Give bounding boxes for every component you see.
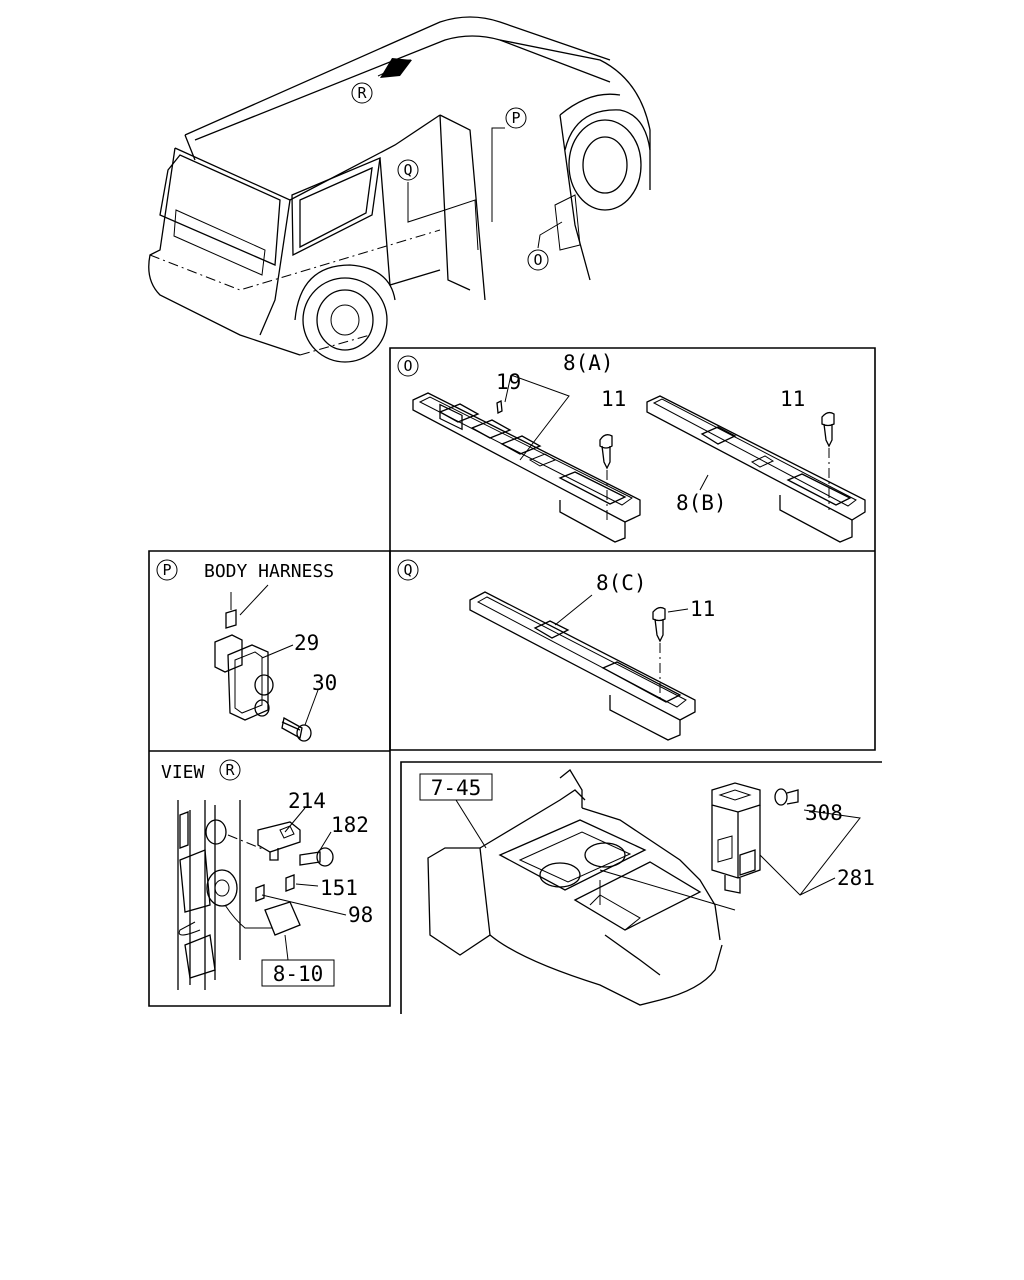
label-11-o-left: 11 bbox=[601, 387, 626, 411]
label-11-o-right: 11 bbox=[780, 387, 805, 411]
label-281: 281 bbox=[837, 866, 875, 890]
switch-281 bbox=[711, 782, 761, 894]
marker-q-vehicle: Q bbox=[397, 159, 419, 181]
svg-text:O: O bbox=[533, 251, 542, 269]
screw-11-q bbox=[652, 606, 666, 700]
center-console bbox=[427, 769, 723, 1006]
bolt-182 bbox=[299, 847, 334, 867]
ref-box-8-10: 8-10 bbox=[261, 959, 335, 987]
label-8c: 8(C) bbox=[596, 571, 647, 595]
screw-11-o-left bbox=[599, 434, 613, 520]
connector-29 bbox=[214, 634, 274, 721]
panel-q: Q 8(C) 11 bbox=[397, 559, 715, 741]
panel-p: P BODY HARNESS 29 30 bbox=[156, 559, 337, 742]
marker-q-panel: Q bbox=[397, 559, 419, 581]
marker-o-vehicle: O bbox=[527, 249, 549, 271]
label-19: 19 bbox=[496, 370, 521, 394]
svg-text:Q: Q bbox=[403, 561, 412, 579]
switch-panel-8b bbox=[646, 395, 866, 543]
bracket-214 bbox=[257, 821, 301, 861]
marker-o-panel: O bbox=[397, 355, 419, 377]
label-182: 182 bbox=[331, 813, 369, 837]
marker-p-vehicle: P bbox=[505, 107, 527, 129]
panel-o: O bbox=[397, 351, 866, 543]
svg-text:R: R bbox=[225, 761, 235, 779]
label-98: 98 bbox=[348, 903, 373, 927]
label-29: 29 bbox=[294, 631, 319, 655]
bolt-308 bbox=[774, 788, 799, 806]
vehicle-overview: R P Q O bbox=[148, 16, 651, 363]
screw-11-o-right bbox=[821, 411, 835, 510]
label-8a: 8(A) bbox=[563, 351, 614, 375]
panel-view-r: VIEW R bbox=[161, 759, 373, 990]
marker-r-vehicle: R bbox=[351, 82, 373, 104]
marker-p-panel: P bbox=[156, 559, 178, 581]
svg-text:7-45: 7-45 bbox=[431, 776, 482, 800]
screw-30 bbox=[281, 716, 312, 742]
switch-panel-8c bbox=[469, 591, 696, 741]
label-11-q: 11 bbox=[690, 597, 715, 621]
panel-console: 7-45 bbox=[419, 769, 875, 1006]
svg-text:O: O bbox=[403, 357, 412, 375]
svg-text:P: P bbox=[511, 109, 520, 127]
svg-text:P: P bbox=[162, 561, 171, 579]
label-308: 308 bbox=[805, 801, 843, 825]
svg-text:R: R bbox=[357, 84, 367, 102]
label-body-harness: BODY HARNESS bbox=[204, 561, 334, 582]
marker-r-panel: R bbox=[219, 759, 241, 781]
switch-panel-8a bbox=[412, 392, 641, 543]
svg-text:8-10: 8-10 bbox=[273, 962, 324, 986]
label-214: 214 bbox=[288, 789, 326, 813]
label-8b: 8(B) bbox=[676, 491, 727, 515]
svg-text:Q: Q bbox=[403, 161, 412, 179]
label-view: VIEW bbox=[161, 762, 205, 783]
panel-frames bbox=[148, 347, 882, 1014]
label-30: 30 bbox=[312, 671, 337, 695]
ref-box-7-45: 7-45 bbox=[419, 773, 493, 801]
label-151: 151 bbox=[320, 876, 358, 900]
